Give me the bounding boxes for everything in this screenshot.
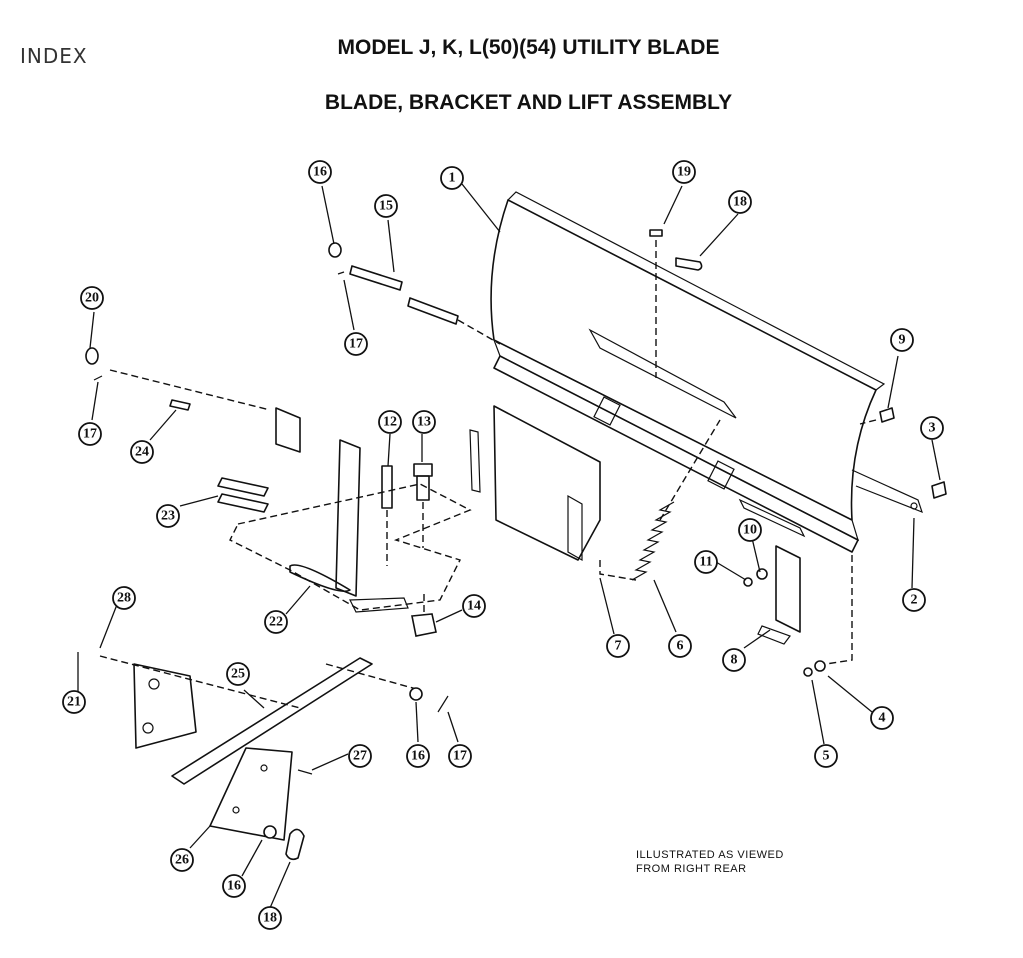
callout-16: 16 [406, 744, 430, 768]
side-bracket [743, 545, 801, 645]
frame-bracket [469, 405, 637, 581]
callout-2: 2 [902, 588, 926, 612]
lift-arm [99, 655, 449, 861]
svg-text:17: 17 [453, 749, 467, 764]
svg-text:25: 25 [231, 667, 245, 682]
svg-text:2: 2 [911, 593, 918, 608]
svg-text:16: 16 [313, 165, 327, 180]
svg-text:11: 11 [699, 555, 712, 570]
callout-7: 7 [606, 634, 630, 658]
view-note-line-2: FROM RIGHT REAR [636, 863, 747, 875]
svg-text:9: 9 [899, 333, 906, 348]
left-rod [85, 347, 271, 411]
callout-16: 16 [308, 160, 332, 184]
callout-11: 11 [694, 550, 718, 574]
callout-24: 24 [130, 440, 154, 464]
svg-text:14: 14 [467, 599, 481, 614]
nut-4-5 [803, 555, 853, 677]
callout-26: 26 [170, 848, 194, 872]
callout-3: 3 [920, 416, 944, 440]
cutting-edge-bar [493, 355, 859, 553]
callout-8: 8 [722, 648, 746, 672]
svg-text:24: 24 [135, 445, 149, 460]
svg-text:13: 13 [417, 415, 431, 430]
callout-5: 5 [814, 744, 838, 768]
pin-12 [381, 465, 393, 566]
view-note: ILLUSTRATED AS VIEWED FROM RIGHT REAR [636, 848, 784, 876]
callout-20: 20 [80, 286, 104, 310]
bolt-9 [859, 407, 895, 425]
top-bolt [649, 229, 703, 378]
svg-text:16: 16 [411, 749, 425, 764]
callout-18: 18 [258, 906, 282, 930]
svg-text:6: 6 [677, 639, 684, 654]
svg-text:17: 17 [349, 337, 363, 352]
callout-10: 10 [738, 518, 762, 542]
leader-lines [77, 183, 941, 909]
svg-text:15: 15 [379, 199, 393, 214]
svg-text:12: 12 [383, 415, 397, 430]
view-note-line-1: ILLUSTRATED AS VIEWED [636, 849, 784, 861]
blade [490, 191, 923, 542]
svg-text:28: 28 [117, 591, 131, 606]
svg-text:8: 8 [731, 653, 738, 668]
callout-19: 19 [672, 160, 696, 184]
callout-22: 22 [264, 610, 288, 634]
nut-14 [411, 590, 437, 637]
svg-text:18: 18 [733, 195, 747, 210]
diagram-subtitle: BLADE, BRACKET AND LIFT ASSEMBLY [324, 91, 733, 114]
svg-text:4: 4 [879, 711, 886, 726]
callout-27: 27 [348, 744, 372, 768]
callout-21: 21 [62, 690, 86, 714]
callout-12: 12 [378, 410, 402, 434]
callout-25: 25 [226, 662, 250, 686]
callout-4: 4 [870, 706, 894, 730]
callout-14: 14 [462, 594, 486, 618]
svg-text:10: 10 [743, 523, 757, 538]
callout-17: 17 [344, 332, 368, 356]
lift-spring [631, 419, 721, 581]
svg-text:20: 20 [85, 291, 99, 306]
svg-text:19: 19 [677, 165, 691, 180]
bolt-3 [931, 481, 947, 499]
callout-15: 15 [374, 194, 398, 218]
svg-text:1: 1 [449, 171, 456, 186]
callout-16: 16 [222, 874, 246, 898]
callout-28: 28 [112, 586, 136, 610]
svg-text:7: 7 [615, 639, 622, 654]
pivot-rod [349, 265, 501, 345]
svg-text:27: 27 [353, 749, 367, 764]
callout-17: 17 [448, 744, 472, 768]
svg-text:16: 16 [227, 879, 241, 894]
index-link[interactable]: INDEX [20, 44, 88, 68]
diagram-title: MODEL J, K, L(50)(54) UTILITY BLADE [337, 36, 720, 59]
lift-frame [217, 407, 472, 613]
svg-text:26: 26 [175, 853, 189, 868]
svg-text:21: 21 [67, 695, 81, 710]
svg-text:18: 18 [263, 911, 277, 926]
callout-17: 17 [78, 422, 102, 446]
bolt-13 [413, 463, 433, 548]
svg-text:5: 5 [823, 749, 830, 764]
callout-1: 1 [440, 166, 464, 190]
svg-text:17: 17 [83, 427, 97, 442]
callout-18: 18 [728, 190, 752, 214]
callout-13: 13 [412, 410, 436, 434]
svg-text:22: 22 [269, 615, 283, 630]
callout-9: 9 [890, 328, 914, 352]
callout-6: 6 [668, 634, 692, 658]
svg-text:23: 23 [161, 509, 175, 524]
upper-washer [328, 242, 345, 275]
callout-23: 23 [156, 504, 180, 528]
svg-text:3: 3 [929, 421, 936, 436]
